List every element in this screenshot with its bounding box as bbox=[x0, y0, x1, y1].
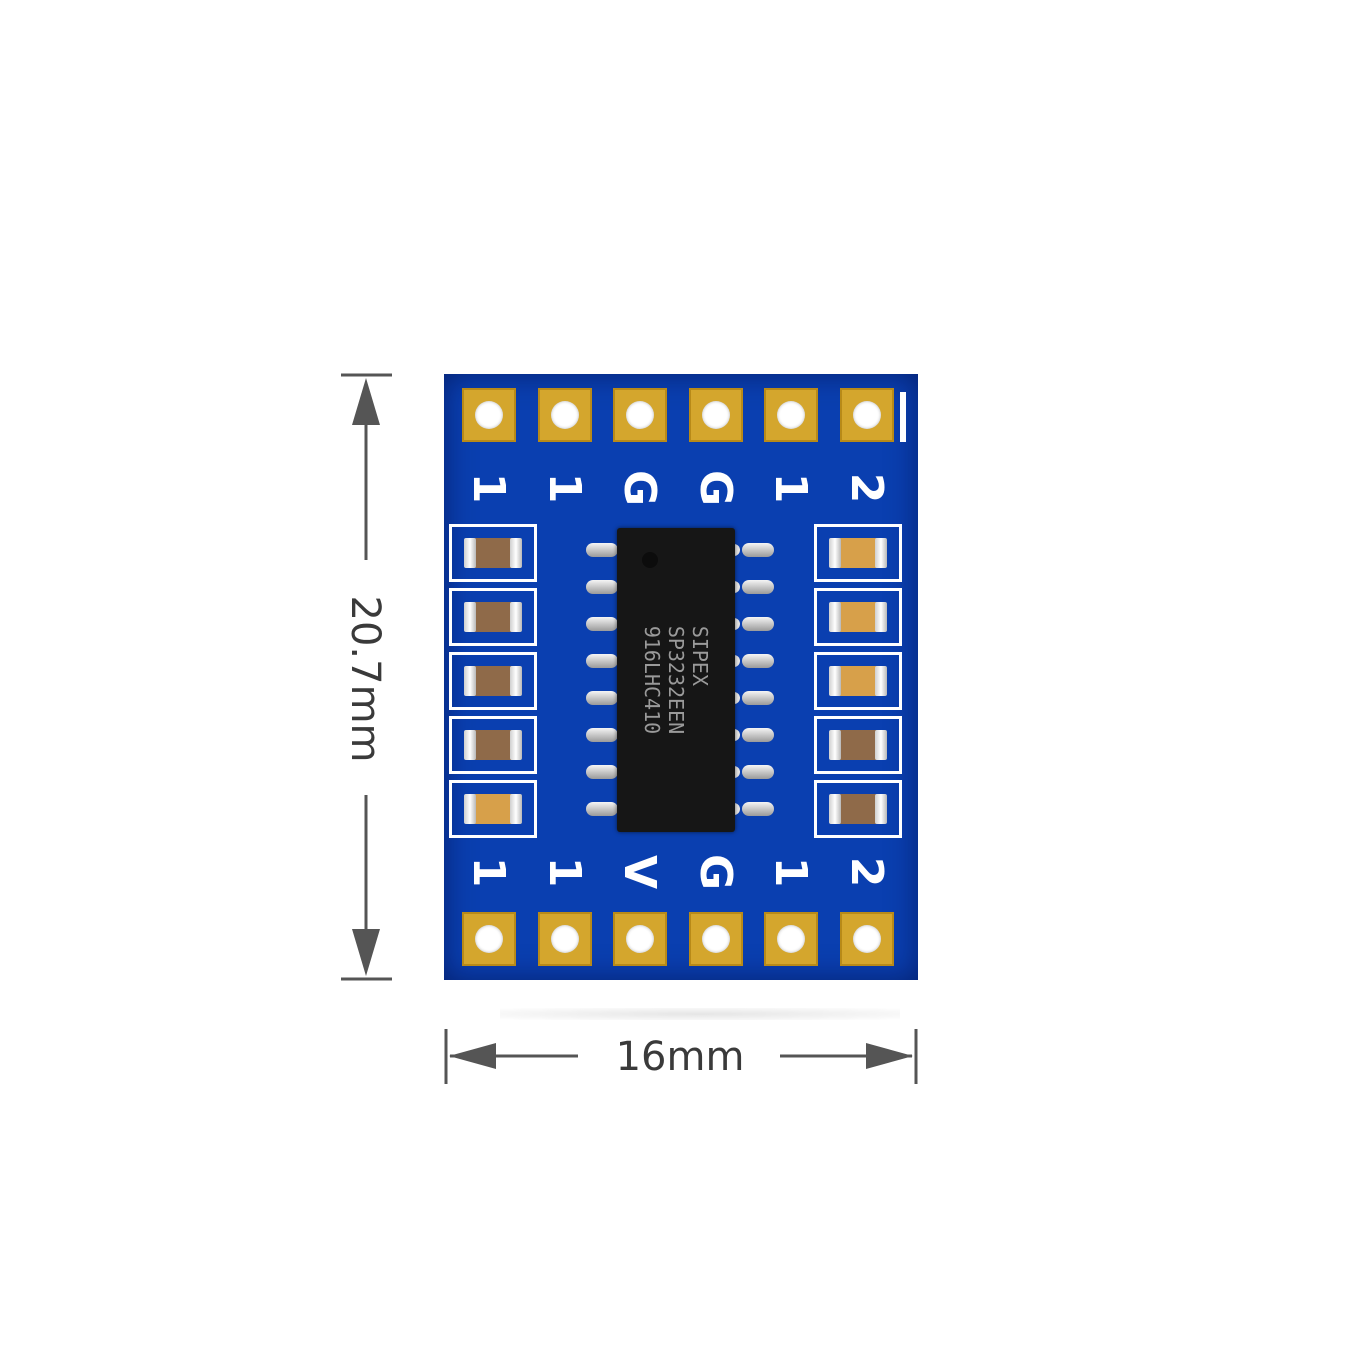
pin-label: 1 bbox=[539, 856, 590, 888]
header-pad bbox=[689, 388, 743, 442]
chip-pin bbox=[586, 654, 632, 668]
board-shadow bbox=[500, 1008, 900, 1020]
chip-pin bbox=[728, 802, 774, 816]
header-pad bbox=[840, 912, 894, 966]
ic-chip bbox=[617, 528, 735, 832]
capacitor bbox=[449, 588, 537, 646]
edge-mark bbox=[900, 392, 906, 442]
capacitor bbox=[449, 652, 537, 710]
capacitor bbox=[814, 652, 902, 710]
pin-label: 1 bbox=[765, 472, 816, 504]
chip-pin bbox=[586, 728, 632, 742]
pin-label: 2 bbox=[841, 472, 892, 504]
header-pad bbox=[462, 912, 516, 966]
chip-pin bbox=[728, 691, 774, 705]
capacitor bbox=[814, 524, 902, 582]
pin-label: G bbox=[614, 469, 665, 507]
chip-pin bbox=[728, 728, 774, 742]
capacitor bbox=[449, 524, 537, 582]
pin-label: G bbox=[690, 469, 741, 507]
capacitor bbox=[814, 716, 902, 774]
chip-marking-line: SIPEX bbox=[688, 625, 712, 687]
header-pad bbox=[613, 388, 667, 442]
header-pad bbox=[462, 388, 516, 442]
chip-marking-line: 916LHC410 bbox=[640, 625, 664, 735]
capacitor bbox=[814, 588, 902, 646]
chip-pin bbox=[728, 580, 774, 594]
header-pad bbox=[764, 912, 818, 966]
width-dimension-label: 16mm bbox=[615, 1034, 745, 1080]
chip-pin bbox=[586, 617, 632, 631]
pin-label: 1 bbox=[539, 472, 590, 504]
capacitor bbox=[449, 780, 537, 838]
chip-pin bbox=[728, 617, 774, 631]
height-dimension-label: 20.7mm bbox=[342, 595, 388, 763]
chip-pin bbox=[586, 765, 632, 779]
header-pad bbox=[689, 912, 743, 966]
header-pad bbox=[538, 388, 592, 442]
header-pad bbox=[764, 388, 818, 442]
chip-pin bbox=[586, 802, 632, 816]
pin-label: 2 bbox=[841, 856, 892, 888]
chip-pin bbox=[586, 580, 632, 594]
pin-label: V bbox=[614, 854, 665, 890]
header-pad bbox=[840, 388, 894, 442]
chip-marking: SIPEX SP3232EEN 916LHC410 bbox=[640, 626, 712, 734]
pin-label: 1 bbox=[765, 856, 816, 888]
chip-pin bbox=[728, 765, 774, 779]
pin-label: 1 bbox=[463, 856, 514, 888]
header-pad bbox=[538, 912, 592, 966]
pin-label: G bbox=[690, 853, 741, 891]
pin1-marker bbox=[642, 552, 658, 568]
chip-marking-line: SP3232EEN bbox=[664, 625, 688, 735]
chip-pin bbox=[728, 654, 774, 668]
capacitor bbox=[814, 780, 902, 838]
chip-pin bbox=[728, 543, 774, 557]
pin-label: 1 bbox=[463, 472, 514, 504]
chip-pin bbox=[586, 543, 632, 557]
chip-pin bbox=[586, 691, 632, 705]
capacitor bbox=[449, 716, 537, 774]
header-pad bbox=[613, 912, 667, 966]
